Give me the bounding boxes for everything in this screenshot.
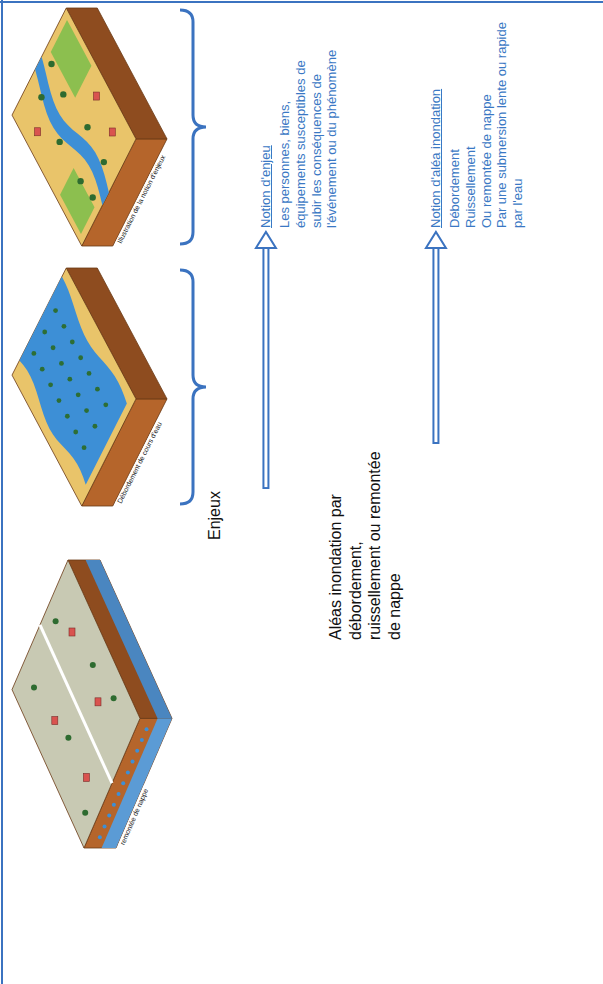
tree: [53, 308, 58, 313]
arrow-head: [426, 232, 446, 248]
groundwater: [86, 560, 172, 718]
house: [69, 628, 75, 636]
tree: [101, 159, 107, 165]
tree: [111, 695, 117, 701]
definition-block: Notion d'aléa inondationDébordementRuiss…: [428, 13, 526, 228]
tree: [48, 382, 53, 387]
definition-text: Débordement: [447, 13, 463, 228]
water-drop: [121, 781, 125, 785]
house: [109, 128, 115, 136]
water-drop: [117, 792, 121, 796]
frame-line: [0, 1, 603, 3]
tree: [51, 345, 56, 350]
curly-brace: [180, 10, 206, 244]
label-text: Enjeux: [205, 491, 225, 540]
tree: [53, 618, 59, 624]
curly-brace: [180, 270, 206, 504]
tree: [82, 445, 87, 450]
tree: [67, 377, 72, 382]
hollow-arrow: [426, 232, 446, 444]
block-diagram: [12, 8, 167, 246]
tree: [103, 402, 108, 407]
tree: [90, 662, 96, 668]
arrow-shaft-inner: [264, 246, 267, 487]
arrow-head: [256, 232, 276, 248]
water-drop: [131, 760, 135, 764]
tree: [84, 408, 89, 413]
flood-water: [19, 277, 126, 485]
house: [52, 717, 58, 725]
tree: [95, 387, 100, 392]
tree: [56, 139, 62, 145]
tree: [60, 91, 66, 97]
water-drop: [107, 814, 111, 818]
definition-text: Par une submersion lente ou rapide par l…: [494, 13, 526, 228]
tree: [31, 684, 37, 690]
definition-heading: Notion d'enjeu: [258, 40, 274, 228]
water-drop: [145, 727, 149, 731]
definition-text: Ou remontée de nappe: [479, 13, 495, 228]
field: [51, 20, 92, 98]
definition-text: Ruissellement: [463, 13, 479, 228]
definition-block: Notion d'enjeuLes personnes, biens, équi…: [258, 40, 340, 228]
tree: [59, 361, 64, 366]
road: [40, 625, 112, 783]
tree: [48, 61, 54, 67]
house: [83, 773, 89, 781]
tree: [70, 340, 75, 345]
frame-line: [1, 0, 3, 984]
tree: [42, 330, 47, 335]
water-drop: [140, 738, 144, 742]
arrow-shaft-inner: [434, 246, 437, 442]
house: [95, 698, 101, 706]
tree: [77, 178, 83, 184]
tree: [73, 430, 78, 435]
tree: [40, 367, 45, 372]
groundwater: [102, 718, 172, 848]
tree: [57, 398, 62, 403]
label-block: Aléas inondation par débordement, ruisse…: [326, 446, 446, 640]
label-text: Aléas inondation par débordement, ruisse…: [326, 446, 404, 640]
hollow-arrow: [256, 232, 276, 489]
definition-heading: Notion d'aléa inondation: [428, 13, 444, 228]
water-drop: [98, 835, 102, 839]
river: [35, 57, 109, 206]
tree: [76, 392, 81, 397]
tree: [38, 94, 44, 100]
label-block: Enjeux: [205, 491, 276, 540]
tree: [65, 735, 71, 741]
water-drop: [112, 803, 116, 807]
definition-text: Les personnes, biens, équipements suscep…: [277, 40, 340, 228]
house: [35, 128, 41, 136]
water-drop: [103, 824, 107, 828]
ground-surface: [12, 8, 136, 246]
block-diagram: [12, 560, 172, 848]
tree: [93, 424, 98, 429]
tree: [62, 324, 67, 329]
tree: [78, 355, 83, 360]
water-drop: [126, 770, 130, 774]
tree: [87, 371, 92, 376]
tree: [31, 351, 36, 356]
tree: [84, 124, 90, 130]
ground-surface: [12, 268, 136, 506]
water-drop: [135, 749, 139, 753]
tree: [65, 414, 70, 419]
tree: [89, 194, 95, 200]
block-diagram: [12, 268, 167, 506]
house: [93, 92, 99, 100]
field: [60, 168, 94, 234]
tree: [82, 810, 88, 816]
